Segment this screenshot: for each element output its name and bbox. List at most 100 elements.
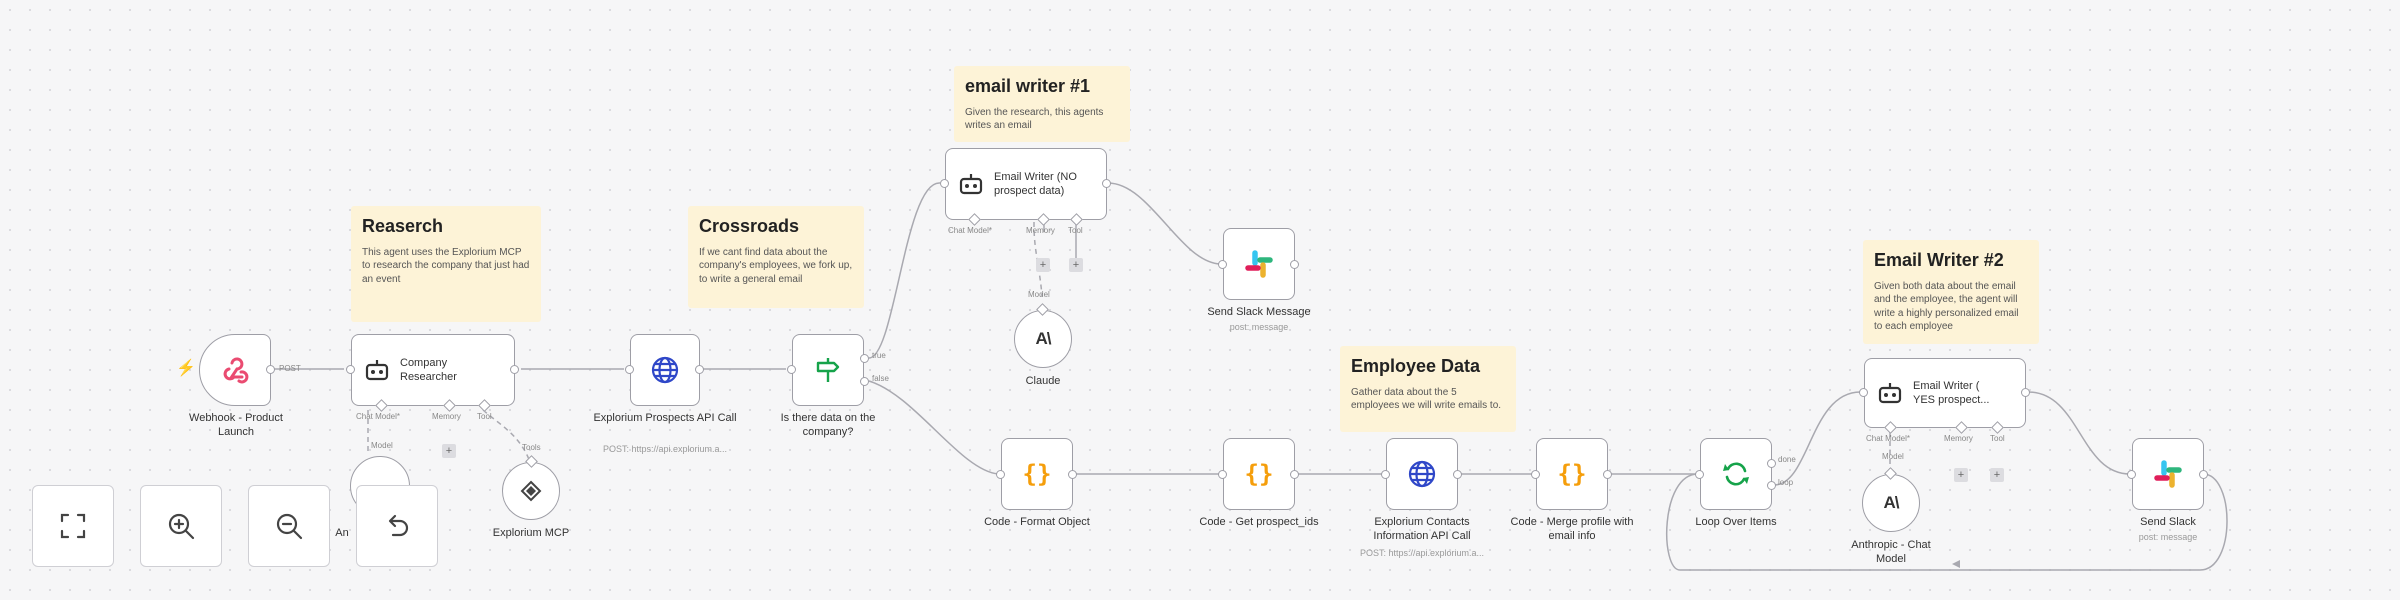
- explorium-mcp-node[interactable]: [502, 462, 560, 520]
- sticky-note-research[interactable]: Reaserch This agent uses the Explorium M…: [351, 206, 541, 322]
- webhook-output-port[interactable]: [266, 365, 275, 374]
- email-writer-no-label: Email Writer (NO prospect data): [994, 170, 1077, 197]
- researcher-input-port[interactable]: [346, 365, 355, 374]
- slack2-output-port[interactable]: [2199, 470, 2208, 479]
- slack1-input-port[interactable]: [1218, 260, 1227, 269]
- merge-profile-label: Code - Merge profile with email info: [1510, 516, 1634, 543]
- prospects-api-sublabel: POST: https://api.explorium.a...: [602, 444, 728, 454]
- code-braces-icon: {}: [1557, 460, 1587, 488]
- getids-output-port[interactable]: [1290, 470, 1299, 479]
- loop-loop-port[interactable]: [1767, 481, 1776, 490]
- if-false-port[interactable]: [860, 377, 869, 386]
- undo-icon: [388, 514, 409, 537]
- robot-icon: [365, 360, 389, 381]
- email-writer-no-output-port[interactable]: [1102, 179, 1111, 188]
- getids-input-port[interactable]: [1218, 470, 1227, 479]
- contacts-api-sublabel: POST: https://api.explorium.a...: [1359, 548, 1485, 558]
- explorium-mcp-label: Explorium MCP: [492, 527, 570, 539]
- tool-label: Tool: [1068, 226, 1083, 235]
- if-data-node[interactable]: [792, 334, 864, 406]
- email-writer-yes-input-port[interactable]: [1859, 388, 1868, 397]
- sticky-note-employee-data[interactable]: Employee Data Gather data about the 5 em…: [1340, 346, 1516, 432]
- loop-done-port[interactable]: [1767, 459, 1776, 468]
- contacts-output-port[interactable]: [1453, 470, 1462, 479]
- true-branch-label: true: [872, 351, 886, 360]
- claude-node[interactable]: A\: [1014, 310, 1072, 368]
- anthropic-label: Anthropic - Chat Model: [1851, 539, 1931, 566]
- contacts-api-label: Explorium Contacts Information API Call: [1373, 516, 1471, 543]
- loop-over-items-node[interactable]: [1700, 438, 1772, 510]
- if-input-port[interactable]: [787, 365, 796, 374]
- prospects-output-port[interactable]: [695, 365, 704, 374]
- email-writer-yes-output-port[interactable]: [2021, 388, 2030, 397]
- undo-button[interactable]: [356, 485, 438, 567]
- chat-model-label: Chat Model*: [1866, 434, 1911, 443]
- add-memory-button[interactable]: +: [442, 444, 456, 458]
- researcher-output-port[interactable]: [510, 365, 519, 374]
- prospects-input-port[interactable]: [625, 365, 634, 374]
- zoom-in-icon: [168, 513, 195, 540]
- code-braces-icon: {}: [1022, 460, 1052, 488]
- loop-input-port[interactable]: [1695, 470, 1704, 479]
- trigger-bolt-icon: ⚡: [176, 360, 196, 377]
- sticky-title: Email Writer #2: [1874, 250, 2004, 270]
- send-slack-message-node[interactable]: [1223, 228, 1295, 300]
- anthropic-logo-icon: A\: [1035, 329, 1052, 348]
- email-writer-yes-node[interactable]: Email Writer ( YES prospect...: [1864, 358, 2026, 428]
- sticky-note-crossroads[interactable]: Crossroads If we cant find data about th…: [688, 206, 864, 308]
- add-memory-button[interactable]: +: [1954, 468, 1968, 482]
- fit-view-button[interactable]: [32, 485, 114, 567]
- webhook-label: Webhook - Product Launch: [189, 412, 283, 439]
- anthropic-partial-label: An: [335, 527, 349, 539]
- slack1-output-port[interactable]: [1290, 260, 1299, 269]
- add-tool-button[interactable]: +: [1990, 468, 2004, 482]
- anthropic-chat-model-node[interactable]: A\: [1862, 474, 1920, 532]
- add-memory-button[interactable]: +: [1036, 258, 1050, 272]
- explorium-contacts-api-node[interactable]: [1386, 438, 1458, 510]
- merge-input-port[interactable]: [1531, 470, 1540, 479]
- fit-view-icon: [60, 513, 86, 539]
- contacts-input-port[interactable]: [1381, 470, 1390, 479]
- sticky-body: Given both data about the email and the …: [1874, 280, 2019, 333]
- edge-loop-emailwriter2: [1773, 391, 1863, 486]
- sticky-title: Reaserch: [362, 216, 444, 236]
- slack2-input-port[interactable]: [2127, 470, 2136, 479]
- zoom-in-button[interactable]: [140, 485, 222, 567]
- memory-label: Memory: [1944, 434, 1973, 443]
- robot-icon: [1878, 383, 1902, 404]
- sticky-note-email-writer-1[interactable]: email writer #1 Given the research, this…: [954, 66, 1130, 142]
- loop-branch-label: loop: [1778, 478, 1794, 487]
- sticky-body: If we cant find data about the company's…: [699, 246, 853, 285]
- slack1-label: Send Slack Message: [1207, 306, 1311, 318]
- send-slack-node[interactable]: [2132, 438, 2204, 510]
- webhook-node[interactable]: [199, 334, 271, 406]
- email-writer-no-input-port[interactable]: [940, 179, 949, 188]
- sticky-note-email-writer-2[interactable]: Email Writer #2 Given both data about th…: [1863, 240, 2039, 344]
- merge-output-port[interactable]: [1603, 470, 1612, 479]
- format-output-port[interactable]: [1068, 470, 1077, 479]
- code-get-prospect-ids-node[interactable]: {}: [1223, 438, 1295, 510]
- sticky-body: Given the research, this agents writes a…: [965, 106, 1104, 132]
- format-input-port[interactable]: [996, 470, 1005, 479]
- slack2-label: Send Slack: [2140, 516, 2196, 528]
- sticky-body: This agent uses the Explorium MCP to res…: [362, 246, 530, 285]
- code-braces-icon: {}: [1244, 460, 1274, 488]
- sticky-body: Gather data about the 5 employees we wil…: [1351, 386, 1502, 412]
- edge-emailwriter2-slack2: [2027, 391, 2131, 475]
- add-tool-button[interactable]: +: [1069, 258, 1083, 272]
- code-format-object-node[interactable]: {}: [1001, 438, 1073, 510]
- if-true-port[interactable]: [860, 354, 869, 363]
- model-label: Model: [1882, 452, 1904, 461]
- company-researcher-node[interactable]: Company Researcher: [351, 334, 515, 406]
- explorium-prospects-api-node[interactable]: [630, 334, 700, 406]
- email-writer-no-node[interactable]: Email Writer (NO prospect data): [945, 148, 1107, 220]
- loop-label: Loop Over Items: [1695, 516, 1777, 528]
- tool-label: Tool: [477, 412, 492, 421]
- zoom-out-button[interactable]: [248, 485, 330, 567]
- explorium-logo-icon: [520, 480, 542, 502]
- slack1-sublabel: post: message: [1229, 322, 1289, 332]
- loop-arrows-icon: [1723, 462, 1749, 486]
- slack-icon: [2154, 460, 2182, 488]
- code-merge-profile-node[interactable]: {}: [1536, 438, 1608, 510]
- format-object-label: Code - Format Object: [984, 516, 1090, 528]
